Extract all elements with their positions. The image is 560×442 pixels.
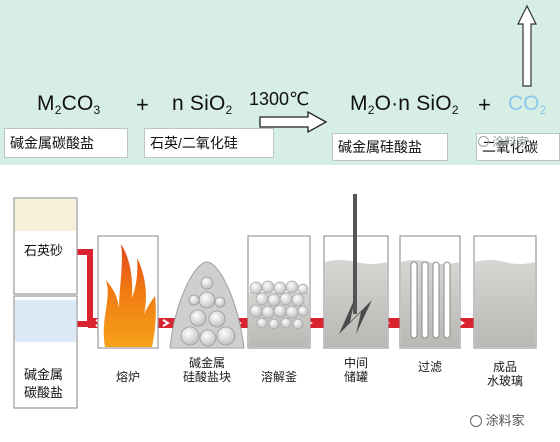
- product-label: 碱金属硅酸盐: [332, 133, 448, 161]
- step-label-filter: 过滤: [417, 360, 442, 374]
- watermark-top: 涂料家: [478, 133, 528, 150]
- byproduct-label: 二氧化碳: [476, 133, 560, 161]
- byproduct-formula: CO2: [508, 92, 547, 117]
- product-formula: M2O·n SiO2: [350, 92, 459, 117]
- co2-release-arrow-icon: [517, 4, 537, 87]
- reactant1-formula: M2CO3: [37, 92, 101, 117]
- dissolving-tank: [247, 235, 311, 349]
- quartz-sand-tank: [13, 197, 78, 295]
- watermark-bottom: 涂料家: [470, 410, 525, 429]
- reaction-arrow-icon: [259, 111, 328, 133]
- reactant1-label: 碱金属碳酸盐: [4, 128, 128, 158]
- furnace: [97, 235, 159, 349]
- step-label-furnace: 熔炉: [115, 370, 140, 384]
- step-label-intermediate-tank: 中间储罐: [343, 356, 368, 384]
- reactant2-label: 石英/二氧化硅: [144, 128, 274, 158]
- step-label-product: 成品水玻璃: [486, 360, 523, 388]
- reaction-temperature: 1300℃: [249, 89, 310, 109]
- step-label-silicate-lumps: 碱金属硅酸盐块: [182, 356, 231, 384]
- alkali-carbonate-label: 碱金属碳酸盐: [24, 367, 64, 400]
- quartz-sand-label: 石英砂: [24, 243, 64, 258]
- reactant2-formula: n SiO2: [172, 92, 233, 117]
- watermark-logo-icon: [470, 415, 482, 427]
- alkali-carbonate-tank: [13, 295, 78, 409]
- intermediate-storage-tank: [323, 194, 389, 349]
- product-tank: [473, 235, 537, 349]
- plus-sign-1: +: [136, 92, 149, 117]
- plus-sign-2: +: [478, 92, 491, 117]
- filter: [399, 235, 461, 349]
- watermark-logo-icon: [478, 136, 489, 147]
- silicate-lumps: [169, 261, 245, 349]
- step-label-dissolving-tank: 溶解釜: [260, 370, 297, 384]
